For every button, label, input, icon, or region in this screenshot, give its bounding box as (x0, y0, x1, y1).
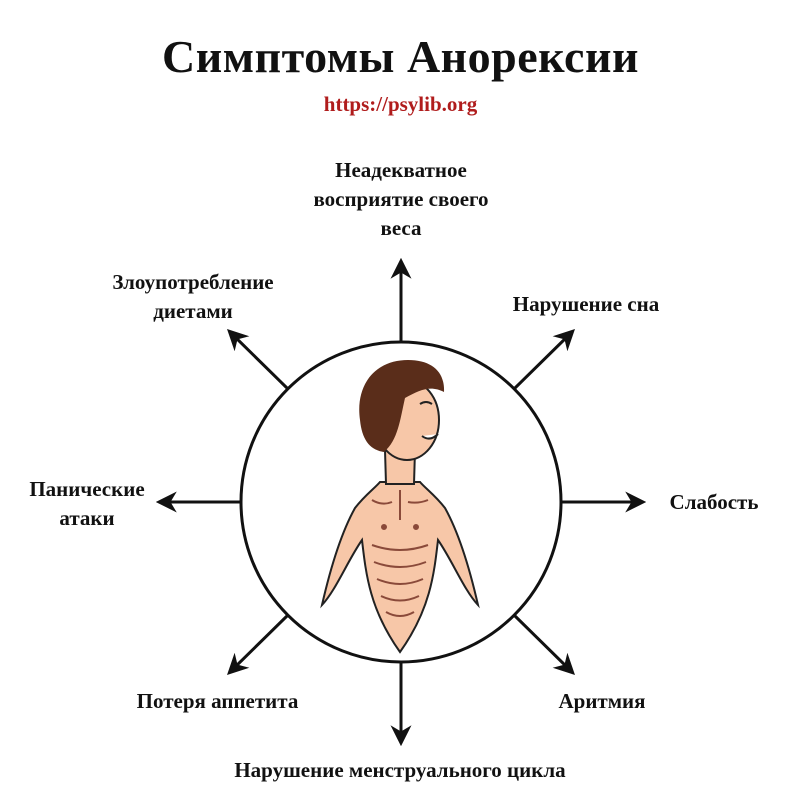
arrow-icon-top-right (512, 329, 575, 391)
symptom-label-bottom-right: Аритмия (558, 689, 646, 713)
arrows (155, 257, 647, 747)
symptom-label-top: Неадекватное восприятие своего веса (313, 158, 489, 240)
symptom-label-right: Слабость (669, 490, 759, 514)
arrow-icon-bottom-left (227, 613, 290, 675)
symptom-label-bottom: Нарушение менструального цикла (234, 758, 566, 782)
arrow-icon-top-left (227, 329, 290, 391)
source-link[interactable]: https://psylib.org (323, 92, 478, 116)
figure-illustration (320, 360, 480, 654)
symptom-label-bottom-left: Потеря аппетита (136, 689, 299, 713)
arrow-icon-bottom-right (512, 613, 575, 675)
symptom-label-top-right: Нарушение сна (512, 292, 660, 316)
page-title: Симптомы Анорексии (162, 31, 639, 82)
symptom-label-left: Панические атаки (29, 477, 145, 530)
symptom-label-top-left: Злоупотребление диетами (112, 270, 274, 323)
